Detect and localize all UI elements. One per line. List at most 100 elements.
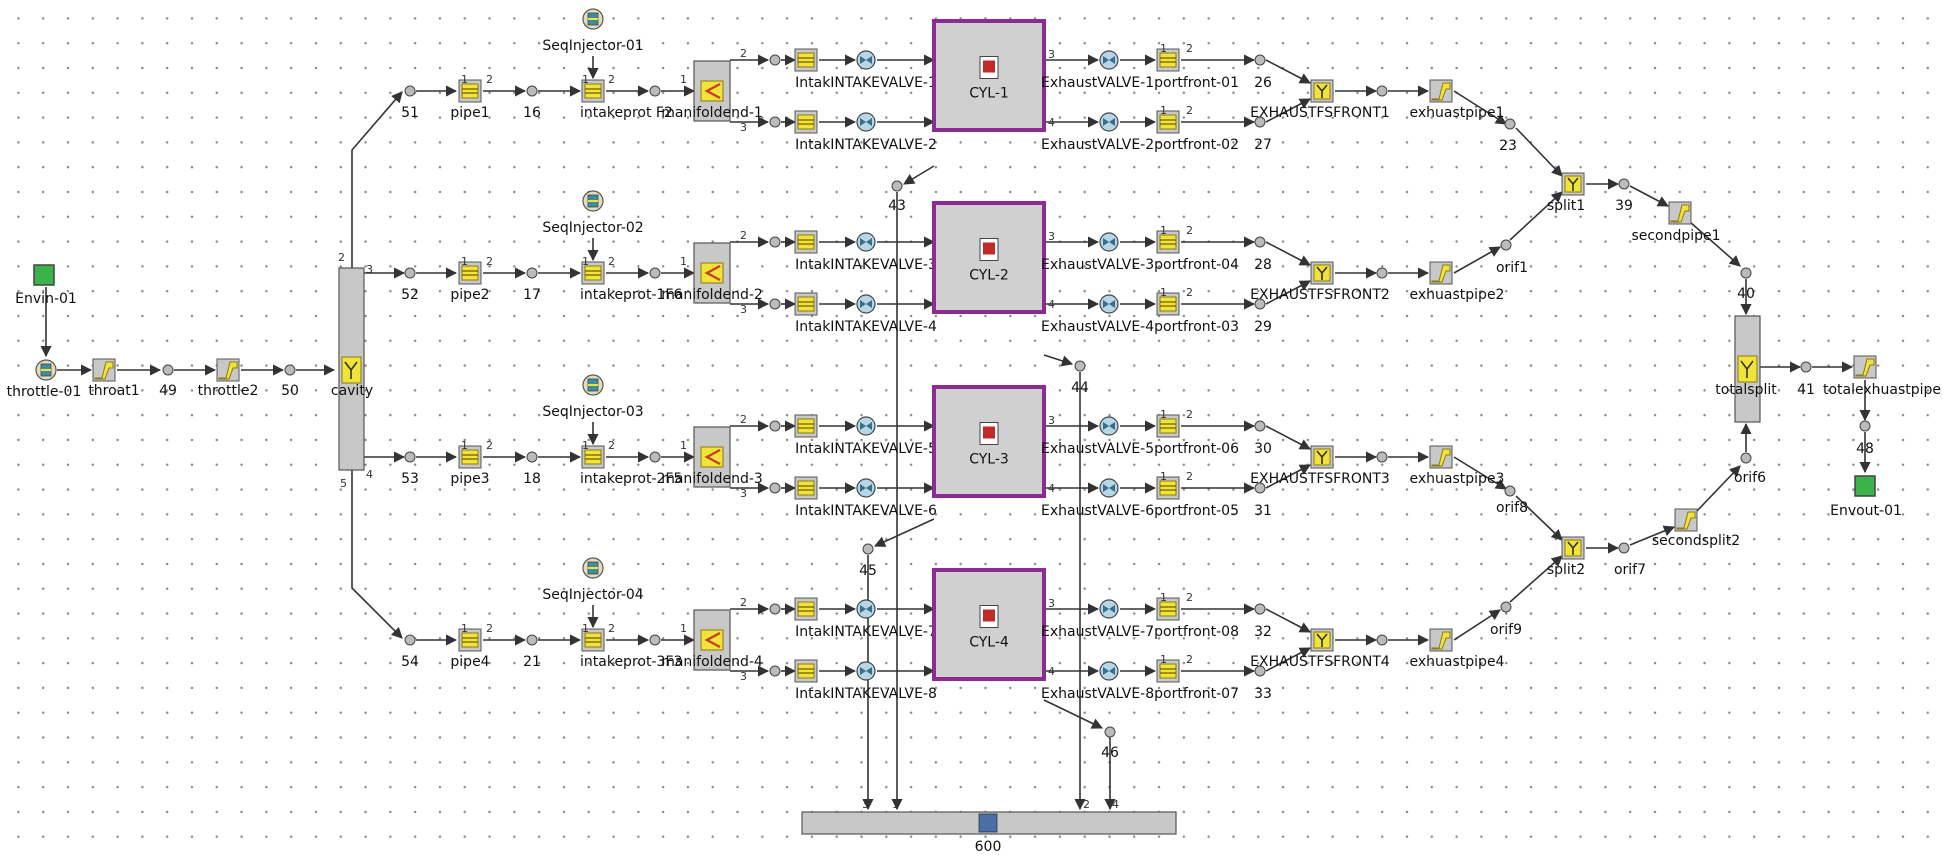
connection-wire[interactable]: [1265, 647, 1311, 672]
node-23[interactable]: [1504, 118, 1516, 130]
node-intake-A-4[interactable]: [769, 603, 781, 615]
ep2-component[interactable]: [1429, 261, 1453, 285]
plenum-600[interactable]: [801, 811, 1177, 835]
intake-runner-A-3[interactable]: [794, 414, 818, 438]
node-53[interactable]: [404, 451, 416, 463]
env-inlet[interactable]: [33, 264, 55, 286]
wire-ep4-orif9[interactable]: [1453, 609, 1501, 641]
node-27[interactable]: [1254, 116, 1266, 128]
node-32[interactable]: [1254, 603, 1266, 615]
ep1-component[interactable]: [1429, 79, 1453, 103]
intake-runner-A-4[interactable]: [794, 597, 818, 621]
connection-wire[interactable]: [1265, 98, 1311, 123]
exhaust-valve-B-2[interactable]: [1099, 294, 1119, 314]
node-intake-A-3[interactable]: [769, 420, 781, 432]
intake-runner-A-2[interactable]: [794, 230, 818, 254]
node-28[interactable]: [1254, 236, 1266, 248]
node-26[interactable]: [1254, 54, 1266, 66]
node-intake-A-2[interactable]: [769, 236, 781, 248]
node-manifold-in-2[interactable]: [649, 267, 661, 279]
connection-wire[interactable]: [1265, 608, 1311, 633]
connection-wire[interactable]: [1629, 185, 1669, 207]
exhaust-valve-B-3[interactable]: [1099, 478, 1119, 498]
totalsplit-component[interactable]: [1734, 315, 1761, 423]
exhaust-valve-A-1[interactable]: [1099, 50, 1119, 70]
node-orif7[interactable]: [1618, 542, 1630, 554]
intake-runner-B-4[interactable]: [794, 659, 818, 683]
connection-wire[interactable]: [1515, 127, 1563, 177]
connection-wire[interactable]: [1265, 280, 1311, 305]
pipe1-component[interactable]: [458, 79, 482, 103]
throat1-component[interactable]: [92, 358, 116, 382]
exhaust-valve-A-2[interactable]: [1099, 232, 1119, 252]
injector-3[interactable]: [582, 374, 604, 396]
node-54[interactable]: [404, 634, 416, 646]
node-39[interactable]: [1618, 178, 1630, 190]
node-44[interactable]: [1074, 360, 1086, 372]
connection-wire[interactable]: [1515, 495, 1563, 541]
node-49[interactable]: [162, 364, 174, 376]
cylinder-cyl4[interactable]: [932, 568, 1046, 681]
node-45[interactable]: [862, 543, 874, 555]
secondsplit2-component[interactable]: [1674, 508, 1698, 532]
exhaust-front-1[interactable]: [1310, 79, 1334, 103]
exhaust-valve-A-3[interactable]: [1099, 416, 1119, 436]
node-orif6[interactable]: [1740, 452, 1752, 464]
node-exhaust-front-out-2[interactable]: [1376, 267, 1388, 279]
node-46[interactable]: [1104, 726, 1116, 738]
connection-wire[interactable]: [1043, 354, 1074, 367]
intake-valve-B-1[interactable]: [856, 112, 876, 132]
ep4-component[interactable]: [1429, 628, 1453, 652]
injector-4[interactable]: [582, 557, 604, 579]
node-51[interactable]: [404, 85, 416, 97]
node-33[interactable]: [1254, 665, 1266, 677]
connection-wire[interactable]: [1265, 464, 1311, 489]
totalexhuastpipe-component[interactable]: [1853, 355, 1877, 379]
cylinder-cyl3[interactable]: [932, 385, 1046, 498]
connection-wire[interactable]: [1265, 425, 1311, 450]
split1-component[interactable]: [1561, 172, 1585, 196]
connection-wire[interactable]: [903, 165, 935, 185]
intakeprot-component-2[interactable]: [581, 261, 605, 285]
wire-ep3-orif8[interactable]: [1453, 456, 1507, 490]
cylinder-cyl2[interactable]: [932, 201, 1046, 314]
exhaust-front-4[interactable]: [1310, 628, 1334, 652]
node-intake-B-2[interactable]: [769, 298, 781, 310]
node-30[interactable]: [1254, 420, 1266, 432]
node-16[interactable]: [526, 85, 538, 97]
node-40[interactable]: [1740, 267, 1752, 279]
manifold-component-3[interactable]: [693, 426, 731, 488]
node-exhaust-front-out-4[interactable]: [1376, 634, 1388, 646]
intakeprot-component-1[interactable]: [581, 79, 605, 103]
connection-wire[interactable]: [1043, 699, 1104, 729]
connection-wire[interactable]: [873, 518, 935, 547]
connection-wire[interactable]: [1689, 221, 1741, 267]
node-orif9[interactable]: [1500, 601, 1512, 613]
node-exhaust-front-out-1[interactable]: [1376, 85, 1388, 97]
env-outlet[interactable]: [1854, 475, 1876, 497]
throttle-01-component[interactable]: [35, 359, 57, 381]
node-31[interactable]: [1254, 482, 1266, 494]
node-intake-B-4[interactable]: [769, 665, 781, 677]
pipe3-component[interactable]: [458, 445, 482, 469]
intake-valve-A-3[interactable]: [856, 416, 876, 436]
exhaust-valve-B-1[interactable]: [1099, 112, 1119, 132]
exhaust-port-B-3[interactable]: [1156, 476, 1180, 500]
exhaust-port-A-4[interactable]: [1156, 597, 1180, 621]
intake-valve-A-2[interactable]: [856, 232, 876, 252]
exhaust-port-A-1[interactable]: [1156, 48, 1180, 72]
intake-valve-A-4[interactable]: [856, 599, 876, 619]
intakeprot-component-4[interactable]: [581, 628, 605, 652]
manifold-component-1[interactable]: [693, 60, 731, 122]
node-41[interactable]: [1800, 361, 1812, 373]
intake-runner-B-1[interactable]: [794, 110, 818, 134]
node-orif8[interactable]: [1504, 485, 1516, 497]
node-18[interactable]: [526, 451, 538, 463]
intake-valve-B-2[interactable]: [856, 294, 876, 314]
node-orif1[interactable]: [1500, 239, 1512, 251]
node-manifold-in-1[interactable]: [649, 85, 661, 97]
exhaust-port-B-4[interactable]: [1156, 659, 1180, 683]
cavity-component[interactable]: [338, 267, 365, 471]
node-exhaust-front-out-3[interactable]: [1376, 451, 1388, 463]
pipe2-component[interactable]: [458, 261, 482, 285]
